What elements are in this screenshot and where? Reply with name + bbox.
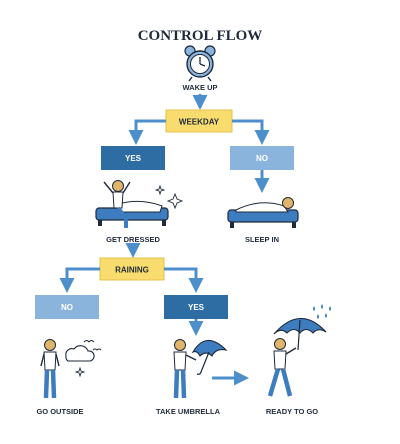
arrow-raining-no <box>59 267 100 293</box>
yes-top-box <box>101 146 165 170</box>
go-outside-label: GO OUTSIDE <box>36 407 83 416</box>
page-title: CONTROL FLOW <box>138 28 263 44</box>
go-outside-illustration <box>40 339 102 399</box>
sleep-in-label: SLEEP IN <box>245 235 279 244</box>
alarm-clock-icon <box>184 45 216 82</box>
take-umbrella-illustration <box>173 339 228 399</box>
arrow-raining-yes <box>164 267 204 293</box>
get-dressed-illustration <box>95 180 184 228</box>
yes-top-label: YES <box>125 154 142 163</box>
arrow-weekday-yes <box>128 119 166 145</box>
yes-bottom-label: YES <box>188 303 205 312</box>
wake-up-label: WAKE UP <box>182 83 217 92</box>
bird-icon <box>83 340 102 351</box>
rain-drops-icon <box>313 304 331 319</box>
umbrella-icon <box>273 318 327 351</box>
no-top-box <box>230 146 294 170</box>
umbrella-icon <box>191 339 228 375</box>
ready-to-go-label: READY TO GO <box>266 407 318 416</box>
person-stretching <box>103 180 131 228</box>
take-umbrella-label: TAKE UMBRELLA <box>156 407 221 416</box>
get-dressed-label: GET DRESSED <box>106 235 160 244</box>
no-bottom-label: NO <box>61 303 73 312</box>
ready-to-go-illustration <box>267 304 331 397</box>
bed-icon <box>95 200 169 226</box>
cloud-icon <box>65 345 95 362</box>
no-bottom-box <box>35 295 99 319</box>
sleep-in-illustration <box>227 197 299 228</box>
weekday-label: WEEKDAY <box>179 118 220 127</box>
yes-bottom-box <box>164 295 228 319</box>
no-top-label: NO <box>256 154 268 163</box>
sparkle-icon <box>154 184 184 210</box>
raining-label: RAINING <box>115 266 149 275</box>
arrow-weekday-no <box>232 119 270 145</box>
